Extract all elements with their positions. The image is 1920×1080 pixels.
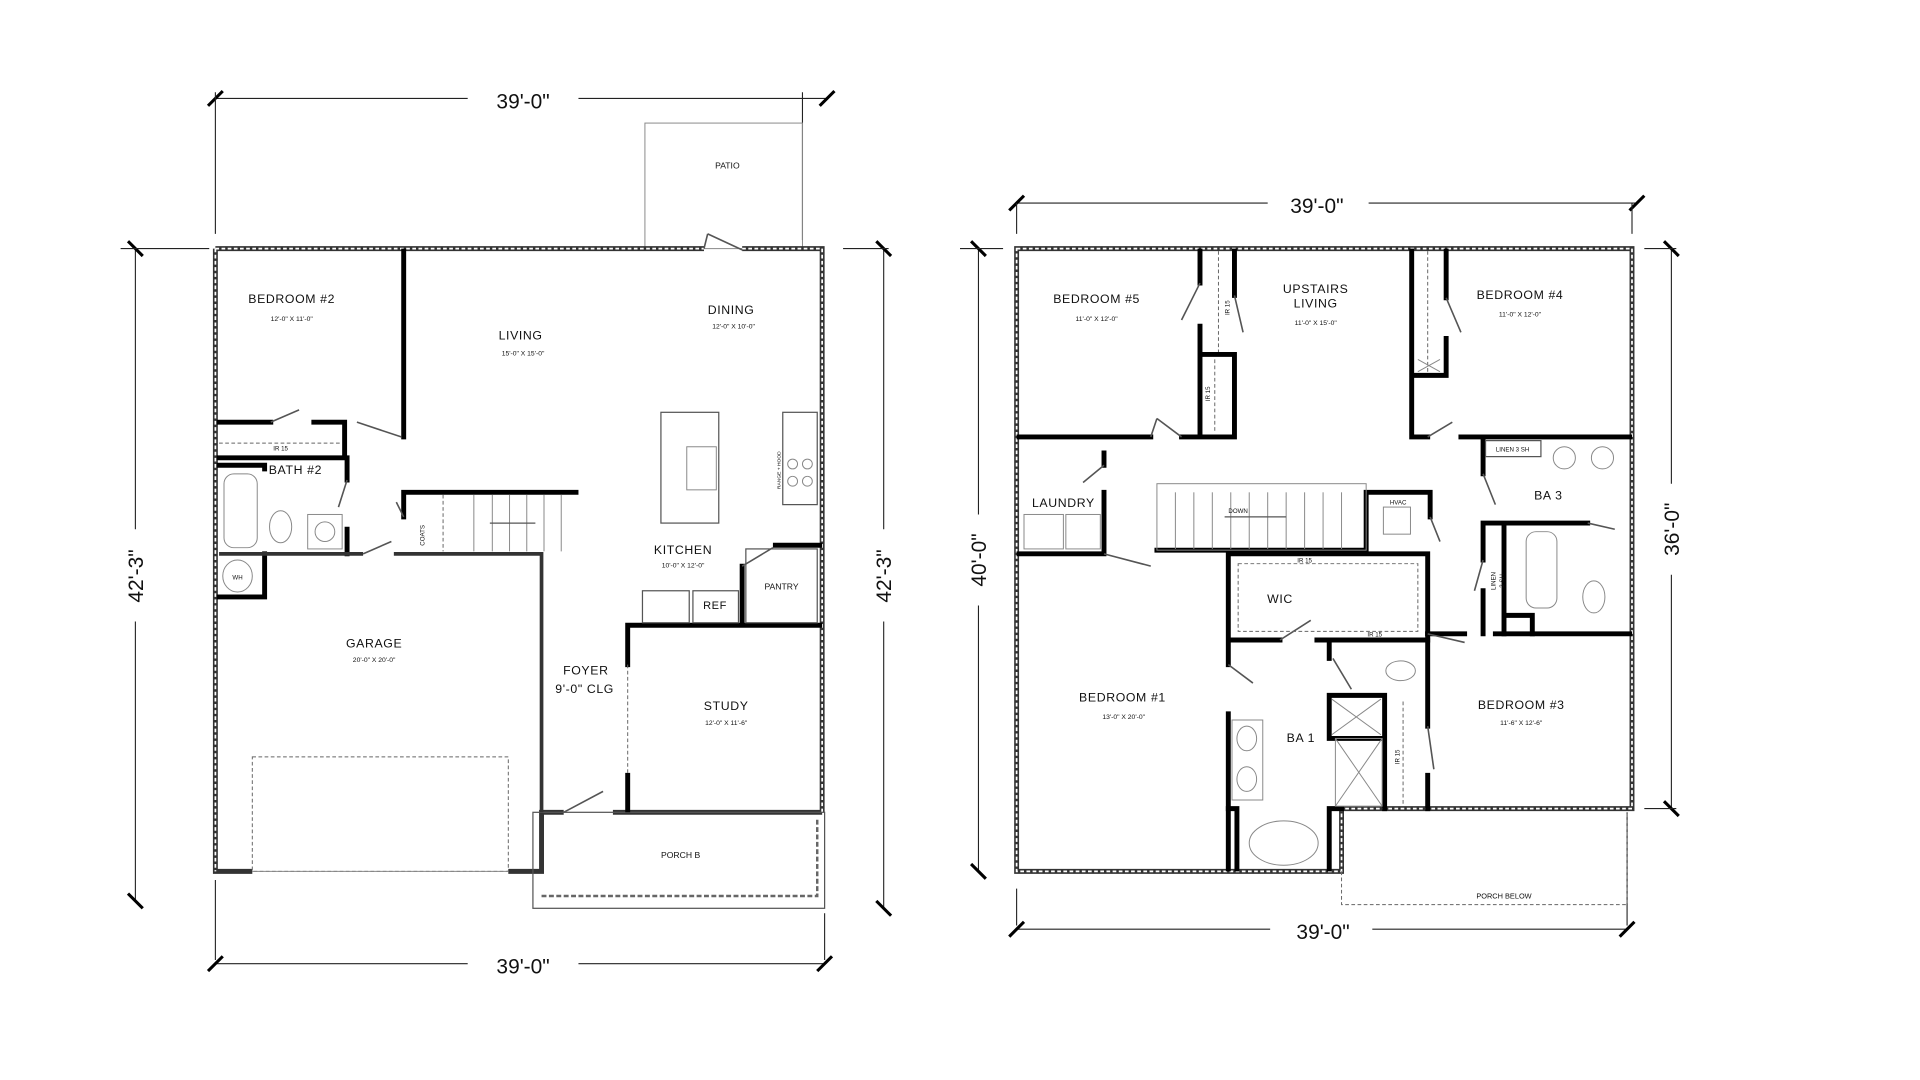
linen-note-2b: 3 SH: [1499, 574, 1506, 588]
toilet: [1385, 660, 1416, 682]
second-floor-plan: 39'-0" 40'-0" 36'-0" 39'-0": [960, 194, 1684, 944]
room-porch: PORCH B: [661, 850, 700, 860]
sink: [1552, 446, 1576, 470]
interior-walls: [1016, 248, 1632, 872]
sink: [1590, 446, 1615, 470]
foyer-ceiling: 9'-0" CLG: [555, 682, 614, 696]
first-floor-labels: BEDROOM #2 12'-0" X 11'-0" LIVING 15'-0"…: [248, 161, 799, 860]
washer: [1023, 513, 1064, 550]
room-bedroom-1: BEDROOM #1: [1079, 691, 1166, 705]
refrigerator: [692, 590, 740, 624]
room-bedroom-5: BEDROOM #5: [1053, 292, 1140, 306]
bathtub: [1525, 531, 1558, 609]
dim-bottom: 39'-0": [1296, 921, 1349, 944]
hvac-note: HVAC: [1390, 500, 1407, 507]
kitchen-island: [660, 411, 720, 524]
sink: [307, 513, 343, 550]
exterior-wall: [1014, 246, 1635, 874]
dim-top: 39'-0": [496, 90, 549, 113]
ir-note: IR 15: [1367, 631, 1382, 638]
room-size: 11'-6" X 12'-6": [1500, 720, 1543, 727]
bathtub: [1248, 820, 1319, 866]
shower: [1334, 737, 1383, 807]
dim-left: 42'-3": [125, 549, 148, 602]
room-wic: WIC: [1267, 592, 1293, 606]
dim-bottom: 39'-0": [496, 956, 549, 979]
room-ba-1: BA 1: [1287, 731, 1315, 745]
first-floor-dimensions: 39'-0" 42'-3" 42'-3" 39'-0": [120, 89, 896, 979]
room-dining: DINING: [708, 303, 755, 317]
stairs-down-note: DOWN: [1228, 508, 1247, 515]
linen-note-2: LINEN: [1490, 572, 1497, 590]
wh-note: WH: [232, 575, 242, 582]
porch: [532, 811, 826, 909]
room-porch-below: PORCH BELOW: [1476, 891, 1531, 900]
bathtub: [223, 473, 258, 549]
dim-left: 40'-0": [968, 533, 991, 586]
interior-walls: [216, 248, 823, 813]
room-bath-2: BATH #2: [269, 463, 322, 477]
room-garage: GARAGE: [346, 636, 402, 650]
linen-note: LINEN 3 SH: [1496, 447, 1529, 454]
dim-right: 42'-3": [873, 549, 896, 602]
room-size: 12'-0" X 11'-0": [271, 316, 314, 323]
ir-note: IR 15: [1225, 300, 1232, 315]
room-upstairs-living-2: LIVING: [1294, 297, 1338, 311]
dim-right: 36'-0": [1661, 503, 1684, 556]
room-patio: PATIO: [715, 161, 740, 171]
stairs: [1156, 483, 1367, 551]
hvac-unit: [1382, 506, 1411, 535]
room-bedroom-4: BEDROOM #4: [1477, 288, 1564, 302]
garage-door-opening: [251, 756, 509, 872]
range-note: RANGE + HOOD: [776, 451, 782, 489]
room-size: 15'-0" X 15'-0": [502, 351, 545, 358]
first-floor-plan: 39'-0" 42'-3" 42'-3" 39'-0" IR 15: [120, 89, 896, 979]
kitchen-sink: [686, 446, 717, 491]
counter: [641, 590, 690, 624]
second-floor-labels: BEDROOM #5 11'-0" X 12'-0" UPSTAIRS LIVI…: [1032, 282, 1565, 901]
stairs: [442, 494, 562, 552]
room-size: 20'-0" X 20'-0": [353, 657, 396, 664]
room-size: 12'-0" X 10'-0": [712, 324, 755, 331]
dryer: [1065, 513, 1101, 550]
water-heater: [222, 559, 253, 593]
room-size: 11'-0" X 15'-0": [1295, 320, 1338, 327]
room-upstairs-living: UPSTAIRS: [1283, 282, 1349, 296]
room-foyer: FOYER: [563, 663, 608, 677]
room-size: 10'-0" X 12'-0": [662, 562, 705, 569]
toilet: [269, 510, 293, 544]
ir-note: IR 15: [1297, 557, 1312, 564]
room-size: 12'-0" X 11'-6": [705, 720, 748, 727]
porch-below-outline: [1341, 812, 1628, 906]
ir-note: IR 15: [1205, 386, 1212, 401]
room-bedroom-2: BEDROOM #2: [248, 292, 335, 306]
coats-note: COATS: [420, 525, 427, 546]
counter-range: [782, 411, 818, 506]
room-ba-3: BA 3: [1534, 489, 1562, 503]
dim-top: 39'-0": [1290, 195, 1343, 218]
room-study: STUDY: [704, 699, 749, 713]
vanity: [1231, 719, 1264, 801]
room-laundry: LAUNDRY: [1032, 496, 1095, 510]
room-size: 11'-0" X 12'-0": [1076, 316, 1119, 323]
room-size: 11'-0" X 12'-0": [1499, 311, 1542, 318]
room-bedroom-3: BEDROOM #3: [1478, 698, 1565, 712]
ir-note: IR 15: [1394, 749, 1401, 764]
room-kitchen: KITCHEN: [654, 543, 712, 557]
room-pantry: PANTRY: [764, 582, 798, 592]
pantry-shelf: [745, 548, 818, 624]
room-size: 13'-0" X 20'-0": [1102, 714, 1145, 721]
room-living: LIVING: [499, 329, 543, 343]
toilet: [1582, 580, 1606, 614]
patio: [644, 122, 803, 250]
ir-note: IR 15: [273, 445, 288, 452]
room-ref: REF: [703, 600, 727, 612]
